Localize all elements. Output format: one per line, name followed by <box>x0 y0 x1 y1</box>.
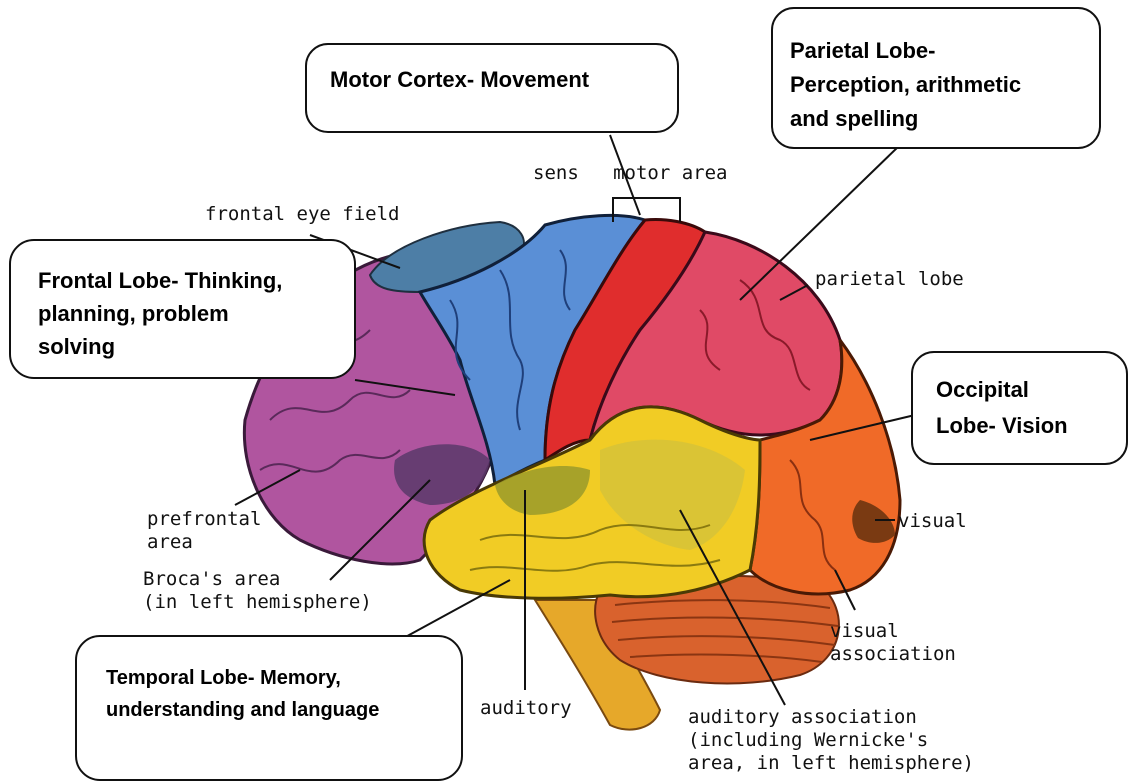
motor-cortex-callout-text: Motor Cortex- Movement <box>330 66 589 94</box>
visual-association-line-2: association <box>830 643 956 666</box>
parietal-callout-line-1: Parietal Lobe- <box>790 34 1021 68</box>
parietal-lobe-label: parietal lobe <box>815 268 964 291</box>
auditory-association-line-3: area, in left hemisphere) <box>688 752 974 775</box>
temporal-callout-line-2: understanding and language <box>106 694 379 726</box>
frontal-callout-line-3: solving <box>38 330 282 363</box>
frontal-callout-line-2: planning, problem <box>38 297 282 330</box>
auditory-association-line-2: (including Wernicke's <box>688 729 974 752</box>
parietal-callout-line-2: Perception, arithmetic <box>790 68 1021 102</box>
prefrontal-area-label: prefrontal area <box>147 508 261 554</box>
auditory-association-line-1: auditory association <box>688 706 974 729</box>
temporal-callout: Temporal Lobe- Memory, understanding and… <box>106 662 379 726</box>
prefrontal-line-2: area <box>147 531 261 554</box>
visual-association-line-1: visual <box>830 620 956 643</box>
frontal-callout: Frontal Lobe- Thinking, planning, proble… <box>38 264 282 363</box>
sensory-motor-area-label: sens motor area <box>533 162 727 185</box>
auditory-label: auditory <box>480 697 572 720</box>
broca-line-1: Broca's area <box>143 568 372 591</box>
motor-cortex-callout: Motor Cortex- Movement <box>330 66 589 94</box>
frontal-eye-field-label: frontal eye field <box>205 203 399 226</box>
temporal-callout-line-1: Temporal Lobe- Memory, <box>106 662 379 694</box>
prefrontal-line-1: prefrontal <box>147 508 261 531</box>
frontal-callout-line-1: Frontal Lobe- Thinking, <box>38 264 282 297</box>
occipital-callout-line-2: Lobe- Vision <box>936 408 1068 444</box>
broca-line-2: (in left hemisphere) <box>143 591 372 614</box>
parietal-callout: Parietal Lobe- Perception, arithmetic an… <box>790 34 1021 136</box>
auditory-association-label: auditory association (including Wernicke… <box>688 706 974 775</box>
occipital-callout: Occipital Lobe- Vision <box>936 372 1068 444</box>
broca-area-label: Broca's area (in left hemisphere) <box>143 568 372 614</box>
occipital-callout-line-1: Occipital <box>936 372 1068 408</box>
visual-label: visual <box>898 510 967 533</box>
parietal-callout-line-3: and spelling <box>790 102 1021 136</box>
visual-association-label: visual association <box>830 620 956 666</box>
